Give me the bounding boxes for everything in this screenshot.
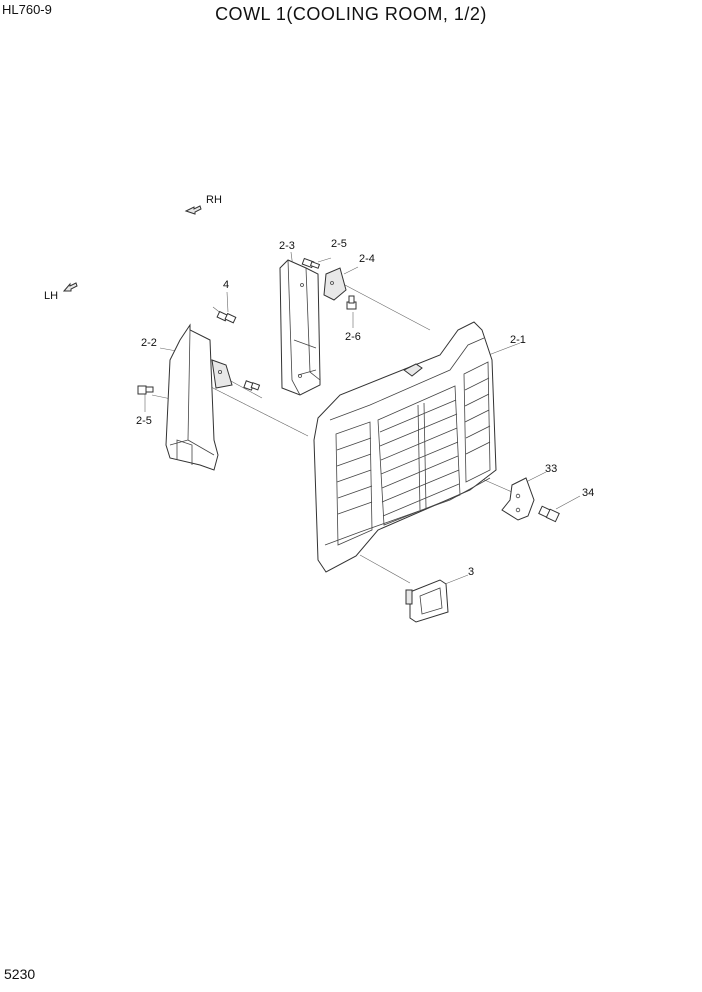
bolt-2-6 (346, 295, 357, 310)
right-side-vents (463, 361, 491, 483)
rh-label: RH (206, 194, 222, 206)
bolt-2-5-top (301, 257, 321, 269)
callout-2-4: 2-4 (359, 253, 375, 265)
callout-2-5-left: 2-5 (136, 415, 152, 427)
model-code: HL760-9 (2, 2, 52, 17)
bracket-2-2 (165, 323, 233, 471)
bolt-2-5-left (137, 385, 154, 395)
bolt-2-2 (243, 380, 261, 391)
callout-2-2: 2-2 (141, 337, 157, 349)
bolt-34 (538, 505, 560, 523)
bolt-4 (216, 310, 237, 324)
callout-2-5-top: 2-5 (331, 238, 347, 250)
callout-2-3: 2-3 (279, 240, 295, 252)
grille-slats (379, 399, 460, 517)
left-side-vents (335, 421, 373, 546)
lh-label: LH (44, 290, 58, 302)
emblem-icon (403, 363, 423, 377)
page-number: 5230 (4, 966, 36, 982)
callout-4: 4 (223, 279, 229, 291)
lh-arrow-icon (62, 282, 78, 292)
callout-3: 3 (468, 566, 474, 578)
callout-2-1: 2-1 (510, 334, 526, 346)
plate-2-4 (323, 267, 347, 301)
bracket-2-3 (279, 259, 321, 396)
page-title: COWL 1(COOLING ROOM, 1/2) (215, 4, 487, 24)
callout-2-6: 2-6 (345, 331, 361, 343)
grille-2-1 (313, 321, 497, 573)
plate-33 (501, 477, 535, 521)
callout-34: 34 (582, 487, 594, 499)
rh-arrow-icon (184, 205, 202, 215)
bracket-3 (405, 579, 449, 623)
callout-33: 33 (545, 463, 557, 475)
